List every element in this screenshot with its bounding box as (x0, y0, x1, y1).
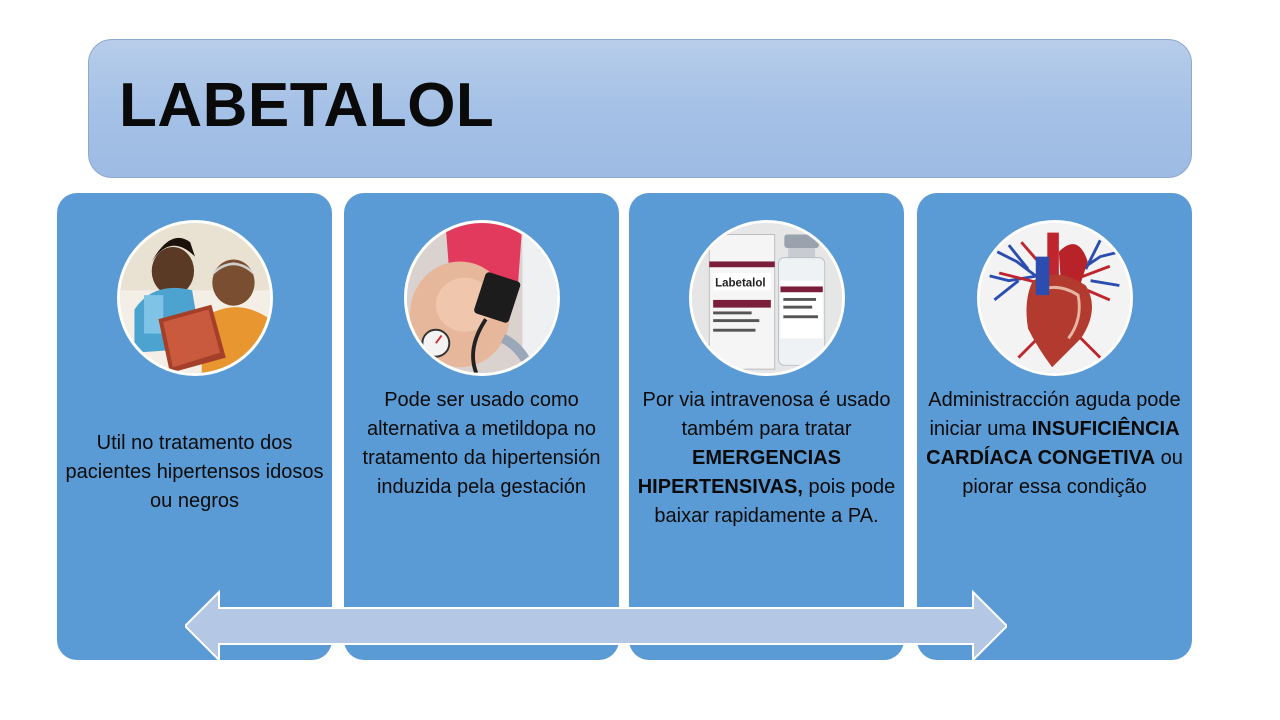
card-text-part: Por via intravenosa é usado também para … (642, 389, 891, 440)
pregnant-woman-blood-pressure-photo (404, 220, 560, 376)
card-text-emphasis: EMERGENCIAS HIPERTENSIVAS, (637, 447, 841, 498)
heart-anatomy-illustration (977, 220, 1133, 376)
card-heart-failure-warning: Administracción aguda pode iniciar uma I… (917, 193, 1192, 660)
card-text: Pode ser usado como alternativa a metild… (362, 389, 601, 498)
card-text-part: Administracción aguda pode iniciar uma (928, 389, 1181, 440)
elderly-man-and-child-photo (117, 220, 273, 376)
card-text-part: ou piorar essa condição (962, 447, 1183, 498)
card-elderly-patients: Util no tratamento dos pacientes hiperte… (57, 193, 332, 660)
card-text: Por via intravenosa é usado também para … (637, 386, 896, 531)
labetalol-vial-photo: Labetalol (689, 220, 845, 376)
vial-brand-label: Labetalol (715, 277, 766, 289)
card-intravenous-use: Labetalol Por via intravenosa é usado ta… (629, 193, 904, 660)
card-text: Util no tratamento dos pacientes hiperte… (65, 432, 324, 512)
slide-title: LABETALOL (119, 71, 495, 140)
double-arrow-icon (185, 590, 1007, 662)
card-text: Administracción aguda pode iniciar uma I… (925, 386, 1184, 502)
card-pregnancy-hypertension: Pode ser usado como alternativa a metild… (344, 193, 619, 660)
card-text-part: pois pode baixar rapidamente a PA. (654, 476, 896, 527)
card-text-emphasis: INSUFICIÊNCIA CARDÍACA CONGETIVA (926, 418, 1180, 469)
title-banner: LABETALOL (88, 39, 1192, 178)
